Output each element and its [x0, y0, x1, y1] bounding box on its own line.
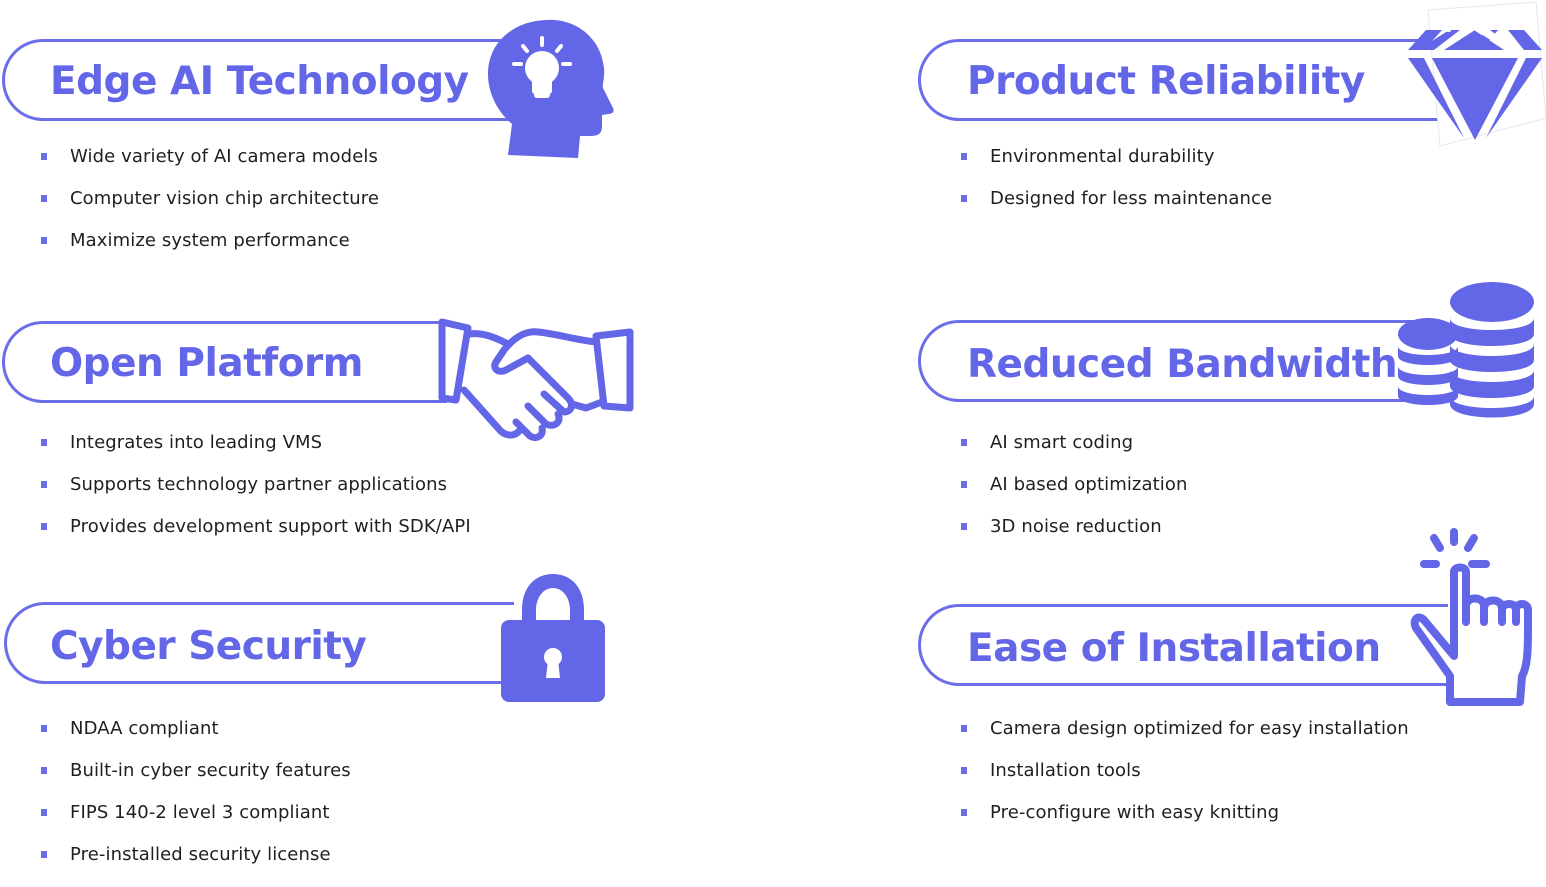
bullet-text: 3D noise reduction	[990, 516, 1162, 537]
bullet-text: Environmental durability	[990, 146, 1215, 167]
bullet-square-icon	[961, 523, 967, 530]
list-item: 3D noise reduction	[961, 516, 1188, 559]
bullet-text: Maximize system performance	[70, 230, 350, 251]
bullet-text: Designed for less maintenance	[990, 188, 1273, 209]
section-title: Open Platform	[50, 341, 363, 386]
bullet-list: Integrates into leading VMS Supports tec…	[41, 432, 471, 559]
list-item: Installation tools	[961, 760, 1409, 803]
handshake-icon	[436, 318, 636, 448]
list-item: AI smart coding	[961, 432, 1188, 475]
title-pill	[4, 602, 514, 684]
title-pill	[918, 39, 1458, 121]
coin-stack-icon	[1388, 282, 1538, 424]
pointing-hand-tap-icon	[1410, 526, 1536, 710]
bullet-square-icon	[41, 725, 47, 732]
list-item: Designed for less maintenance	[961, 188, 1273, 231]
section-title: Reduced Bandwidth	[967, 342, 1398, 387]
bullet-text: Supports technology partner applications	[70, 474, 448, 495]
list-item: FIPS 140-2 level 3 compliant	[41, 802, 351, 845]
bullet-square-icon	[961, 809, 967, 816]
bullet-square-icon	[41, 439, 47, 446]
bullet-text: Pre-installed security license	[70, 844, 331, 865]
list-item: NDAA compliant	[41, 718, 351, 761]
bullet-text: Provides development support with SDK/AP…	[70, 516, 471, 537]
bullet-text: AI based optimization	[990, 474, 1188, 495]
bullet-list: NDAA compliant Built-in cyber security f…	[41, 718, 351, 887]
section-title: Ease of Installation	[967, 626, 1381, 671]
list-item: Supports technology partner applications	[41, 474, 471, 517]
bullet-square-icon	[41, 851, 47, 858]
list-item: Wide variety of AI camera models	[41, 146, 379, 189]
diamond-icon	[1404, 2, 1546, 148]
title-pill	[918, 604, 1448, 686]
section-title: Cyber Security	[50, 624, 367, 669]
bullet-list: Wide variety of AI camera models Compute…	[41, 146, 380, 273]
bullet-text: Integrates into leading VMS	[70, 432, 323, 453]
bullet-square-icon	[961, 725, 967, 732]
bullet-text: Wide variety of AI camera models	[70, 146, 378, 167]
bullet-list: Environmental durability Designed for le…	[961, 146, 1273, 231]
title-pill	[2, 39, 522, 121]
bullet-square-icon	[41, 809, 47, 816]
bullet-text: Computer vision chip architecture	[70, 188, 380, 209]
bullet-square-icon	[41, 153, 47, 160]
list-item: Environmental durability	[961, 146, 1272, 189]
list-item: Pre-installed security license	[41, 844, 351, 887]
list-item: Provides development support with SDK/AP…	[41, 516, 471, 559]
bullet-text: Camera design optimized for easy install…	[990, 718, 1409, 739]
bullet-list: AI smart coding AI based optimization 3D…	[961, 432, 1188, 559]
bullet-square-icon	[961, 767, 967, 774]
bullet-list: Camera design optimized for easy install…	[961, 718, 1409, 845]
list-item: Integrates into leading VMS	[41, 432, 471, 475]
bullet-text: NDAA compliant	[70, 718, 219, 739]
list-item: AI based optimization	[961, 474, 1188, 517]
bullet-text: FIPS 140-2 level 3 compliant	[70, 802, 330, 823]
bullet-square-icon	[41, 237, 47, 244]
list-item: Pre-configure with easy knitting	[961, 802, 1409, 845]
bullet-square-icon	[961, 195, 967, 202]
list-item: Camera design optimized for easy install…	[961, 718, 1409, 761]
section-title: Edge AI Technology	[50, 59, 469, 104]
title-pill	[918, 320, 1418, 402]
padlock-icon	[500, 572, 606, 704]
title-pill	[2, 321, 447, 403]
bullet-square-icon	[41, 767, 47, 774]
list-item: Maximize system performance	[41, 230, 379, 273]
bullet-square-icon	[961, 439, 967, 446]
list-item: Computer vision chip architecture	[41, 188, 380, 231]
head-lightbulb-icon	[486, 16, 616, 161]
list-item: Built-in cyber security features	[41, 760, 351, 803]
bullet-text: Built-in cyber security features	[70, 760, 351, 781]
bullet-square-icon	[961, 153, 967, 160]
bullet-text: AI smart coding	[990, 432, 1134, 453]
bullet-square-icon	[41, 481, 47, 488]
section-title: Product Reliability	[967, 59, 1365, 104]
bullet-square-icon	[961, 481, 967, 488]
bullet-text: Pre-configure with easy knitting	[990, 802, 1280, 823]
bullet-text: Installation tools	[990, 760, 1141, 781]
bullet-square-icon	[41, 195, 47, 202]
bullet-square-icon	[41, 523, 47, 530]
